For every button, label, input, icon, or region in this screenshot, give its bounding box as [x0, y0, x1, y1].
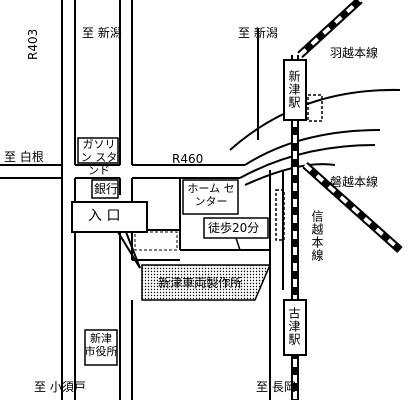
- furutsu-station-box: [283, 299, 307, 356]
- shinetsu-line-label: 信越本線: [310, 210, 324, 262]
- uetsu-line-label: 羽越本線: [330, 46, 379, 60]
- road-center-vertical: [119, 0, 133, 400]
- to-niigata-right-label: 至 新潟: [238, 26, 278, 40]
- r460-label: R460: [172, 152, 204, 166]
- factory-shape: [141, 264, 272, 301]
- factory-label: 新津車両製作所: [158, 276, 243, 290]
- city-hall-label: 新津 市役所: [84, 332, 118, 358]
- gas-station-block: [77, 137, 119, 164]
- furutsu-station-label: 古津駅: [287, 307, 301, 346]
- city-hall-block: [84, 329, 118, 366]
- to-kosudo-label: 至 小須戸: [34, 380, 86, 394]
- to-nagaoka-label: 至 長岡: [256, 380, 296, 394]
- entrance-callout-shape: [71, 201, 148, 269]
- bank-label: 銀行: [94, 182, 119, 196]
- railway-uetsu: [297, 0, 363, 58]
- niitsu-station-box: [283, 59, 307, 121]
- gas-station-label: ガソリン スタンド: [80, 138, 118, 177]
- banetsu-line-label: 磐越本線: [330, 175, 379, 189]
- road-r403: [61, 0, 76, 400]
- to-niigata-left-label: 至 新潟: [82, 26, 122, 40]
- railway-banetsu: [302, 162, 403, 253]
- bank-block: [91, 179, 119, 199]
- home-center-block: [182, 179, 239, 215]
- to-shirone-label: 至 白根: [4, 150, 44, 164]
- entrance-label: 入 口: [88, 208, 121, 224]
- road-r460: [0, 88, 401, 186]
- walk-label: 徒歩20分: [208, 221, 260, 235]
- r403-label: R403: [26, 28, 40, 60]
- niitsu-station-label: 新津駅: [287, 70, 301, 109]
- home-center-label: ホーム センター: [187, 182, 235, 208]
